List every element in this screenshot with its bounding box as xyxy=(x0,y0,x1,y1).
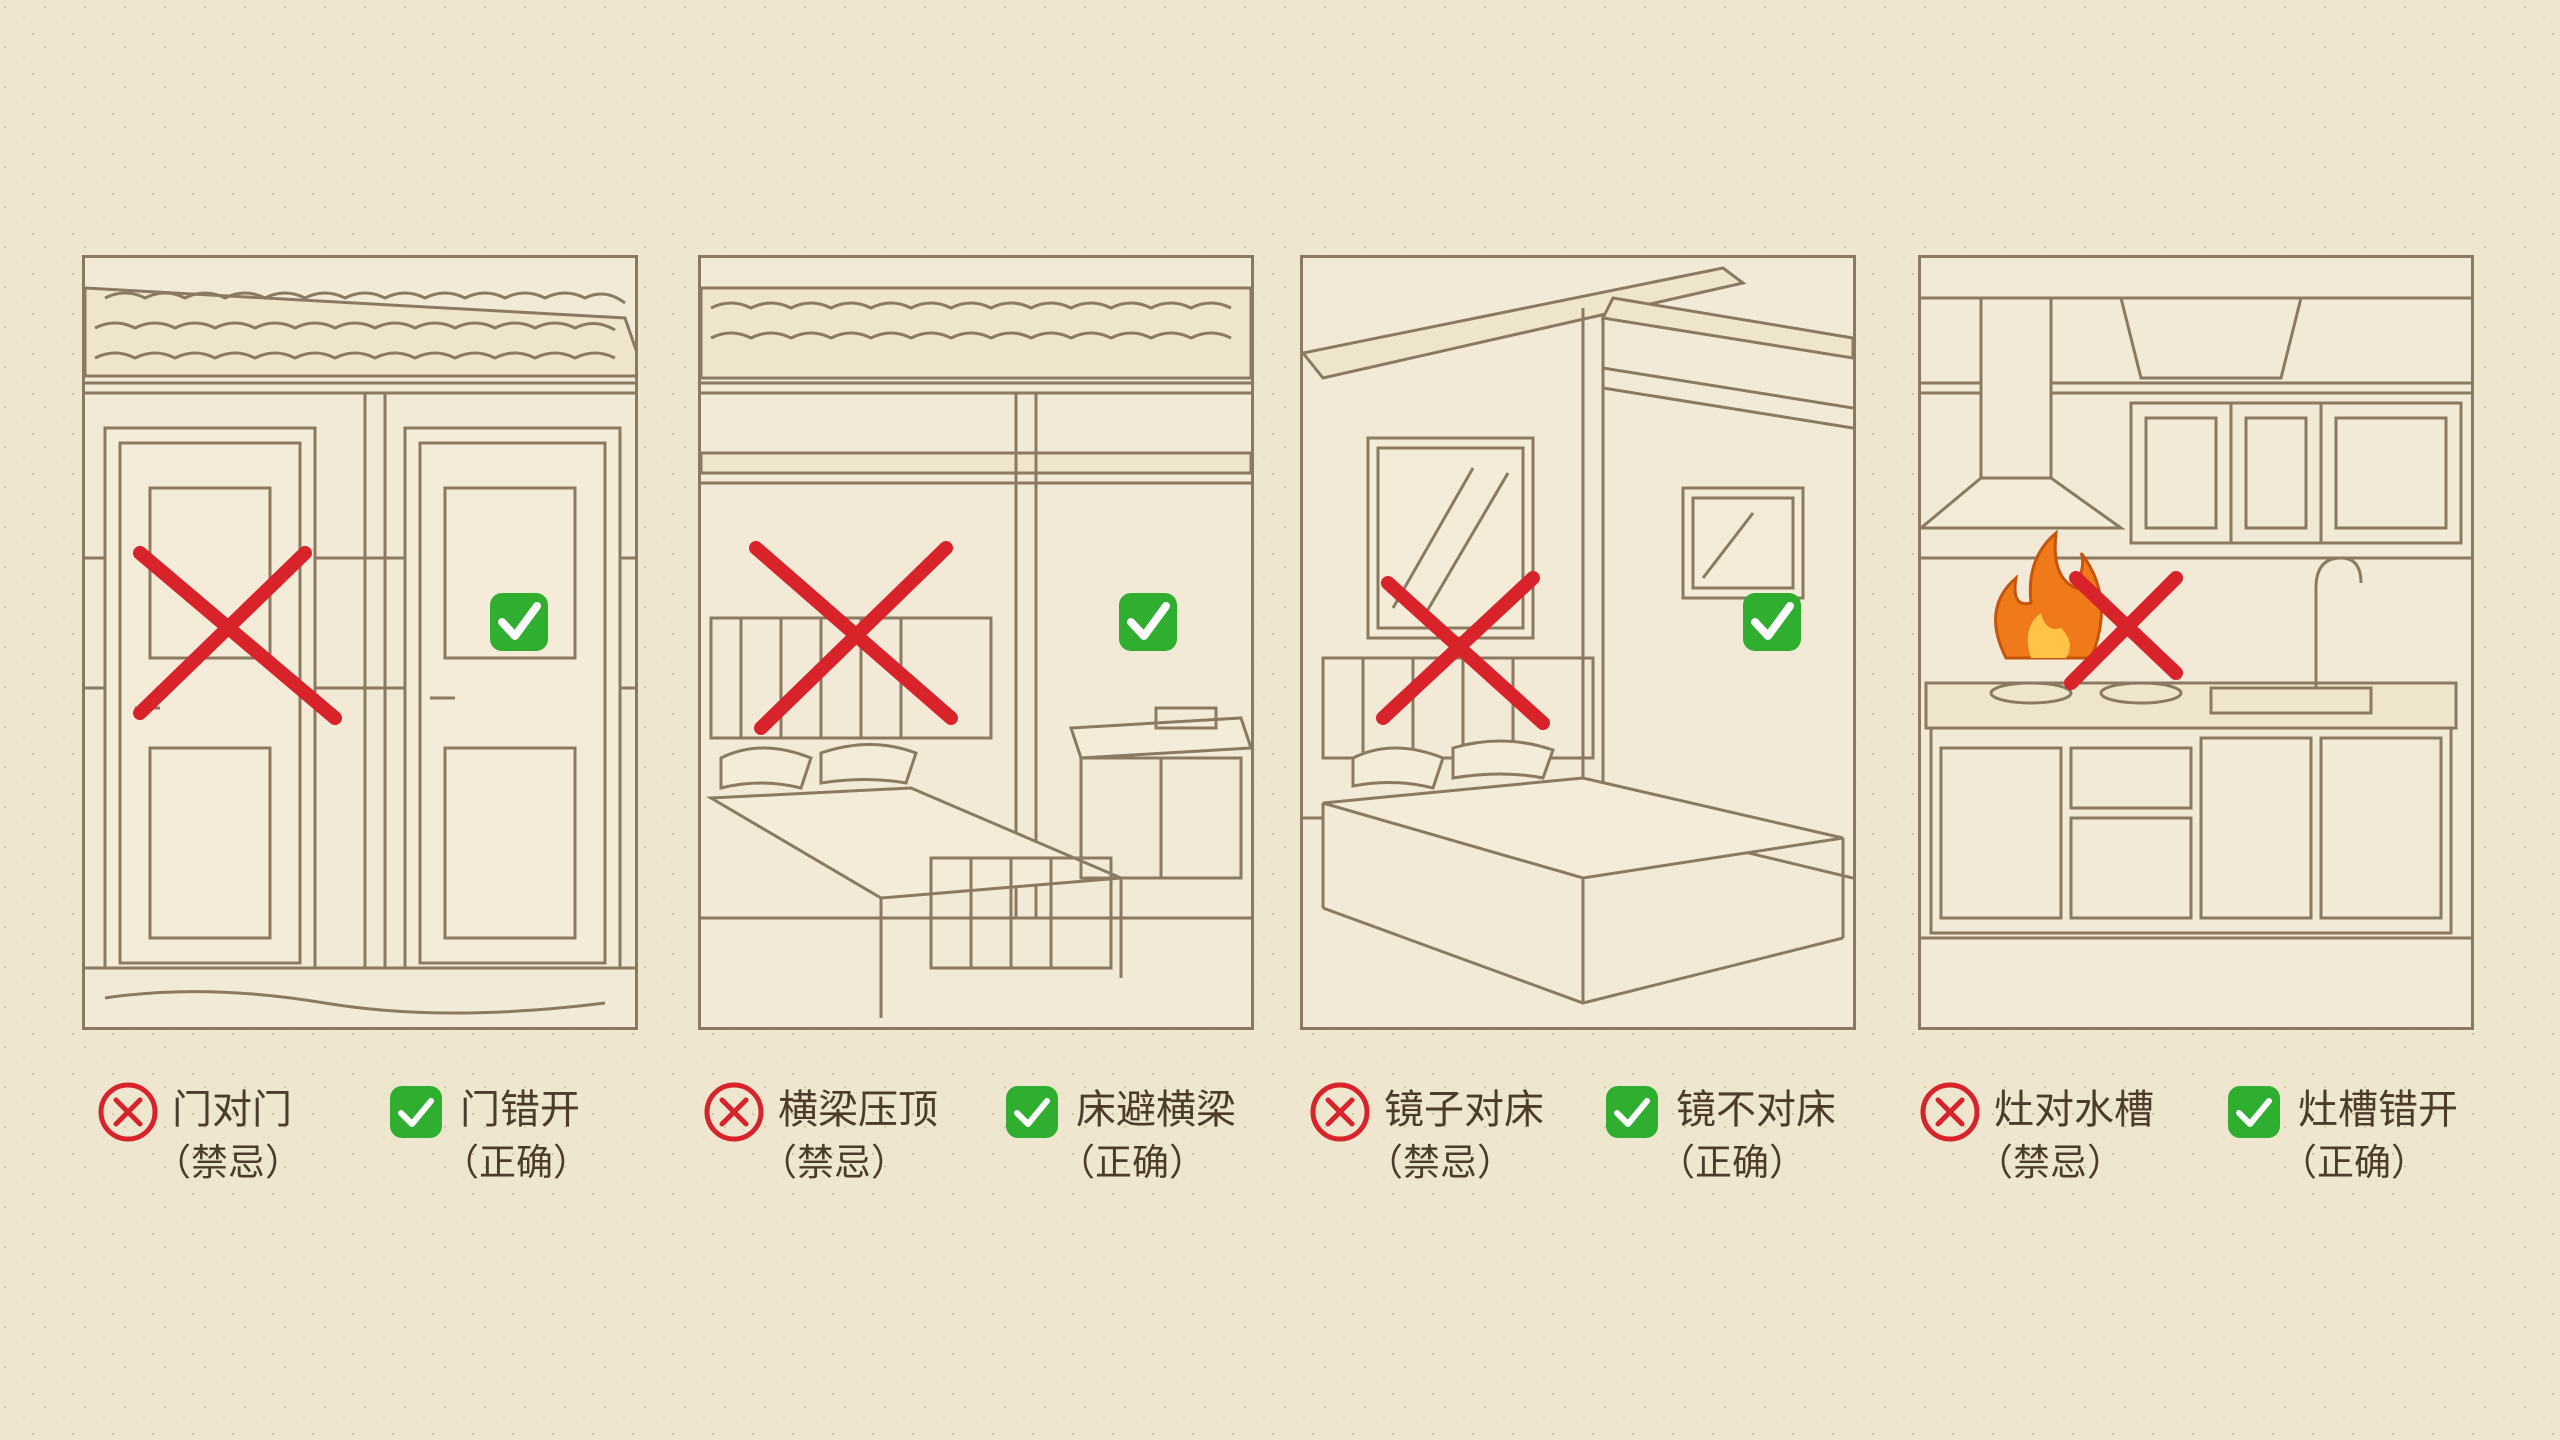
check-square-icon xyxy=(1606,1086,1658,1138)
correct-mark xyxy=(1119,593,1177,651)
caption-doors-correct: 门错开 （正确） xyxy=(384,1080,684,1190)
check-square-icon xyxy=(390,1086,442,1138)
caption-label: 横梁压顶 xyxy=(778,1087,938,1133)
panel-doors xyxy=(82,255,638,1030)
caption-note: （正确） xyxy=(1658,1141,1806,1184)
mirror-bed-sketch xyxy=(1303,266,1853,1005)
caption-label: 门对门 xyxy=(172,1087,292,1133)
panel-mirror-bed xyxy=(1300,255,1856,1030)
correct-mark xyxy=(490,593,548,651)
caption-note: （禁忌） xyxy=(154,1141,302,1184)
caption-kitchen-forbidden: 灶对水槽 （禁忌） xyxy=(1918,1080,2218,1190)
flame-icon xyxy=(1994,529,2103,660)
kitchen-sketch xyxy=(1921,296,2471,940)
forbidden-mark xyxy=(1376,571,1550,730)
panel-bed-beam xyxy=(698,255,1254,1030)
caption-note: （正确） xyxy=(2280,1141,2428,1184)
caption-label: 镜子对床 xyxy=(1384,1087,1544,1133)
cross-circle-icon xyxy=(1310,1082,1370,1142)
forbidden-mark xyxy=(2064,571,2183,690)
caption-mirror-bed-forbidden: 镜子对床 （禁忌） xyxy=(1308,1080,1608,1190)
caption-doors-forbidden: 门对门 （禁忌） xyxy=(96,1080,396,1190)
caption-bed-beam-forbidden: 横梁压顶 （禁忌） xyxy=(702,1080,1002,1190)
cross-circle-icon xyxy=(98,1082,158,1142)
forbidden-mark xyxy=(749,541,958,735)
check-square-icon xyxy=(1006,1086,1058,1138)
caption-label: 床避横梁 xyxy=(1076,1087,1236,1133)
forbidden-mark xyxy=(133,546,342,725)
doors-sketch xyxy=(85,286,635,1015)
caption-kitchen-correct: 灶槽错开 （正确） xyxy=(2222,1080,2522,1190)
bed-beam-sketch xyxy=(701,286,1251,1018)
caption-note: （正确） xyxy=(1058,1141,1206,1184)
caption-note: （正确） xyxy=(442,1141,590,1184)
caption-label: 灶槽错开 xyxy=(2298,1087,2458,1133)
caption-mirror-bed-correct: 镜不对床 （正确） xyxy=(1600,1080,1900,1190)
caption-note: （禁忌） xyxy=(760,1141,908,1184)
caption-label: 灶对水槽 xyxy=(1994,1087,2154,1133)
panel-kitchen xyxy=(1918,255,2474,1030)
check-square-icon xyxy=(2228,1086,2280,1138)
caption-label: 镜不对床 xyxy=(1676,1087,1836,1133)
cross-circle-icon xyxy=(704,1082,764,1142)
caption-bed-beam-correct: 床避横梁 （正确） xyxy=(1000,1080,1300,1190)
caption-note: （禁忌） xyxy=(1366,1141,1514,1184)
correct-mark xyxy=(1743,593,1801,651)
cross-circle-icon xyxy=(1920,1082,1980,1142)
caption-note: （禁忌） xyxy=(1976,1141,2124,1184)
caption-label: 门错开 xyxy=(460,1087,580,1133)
